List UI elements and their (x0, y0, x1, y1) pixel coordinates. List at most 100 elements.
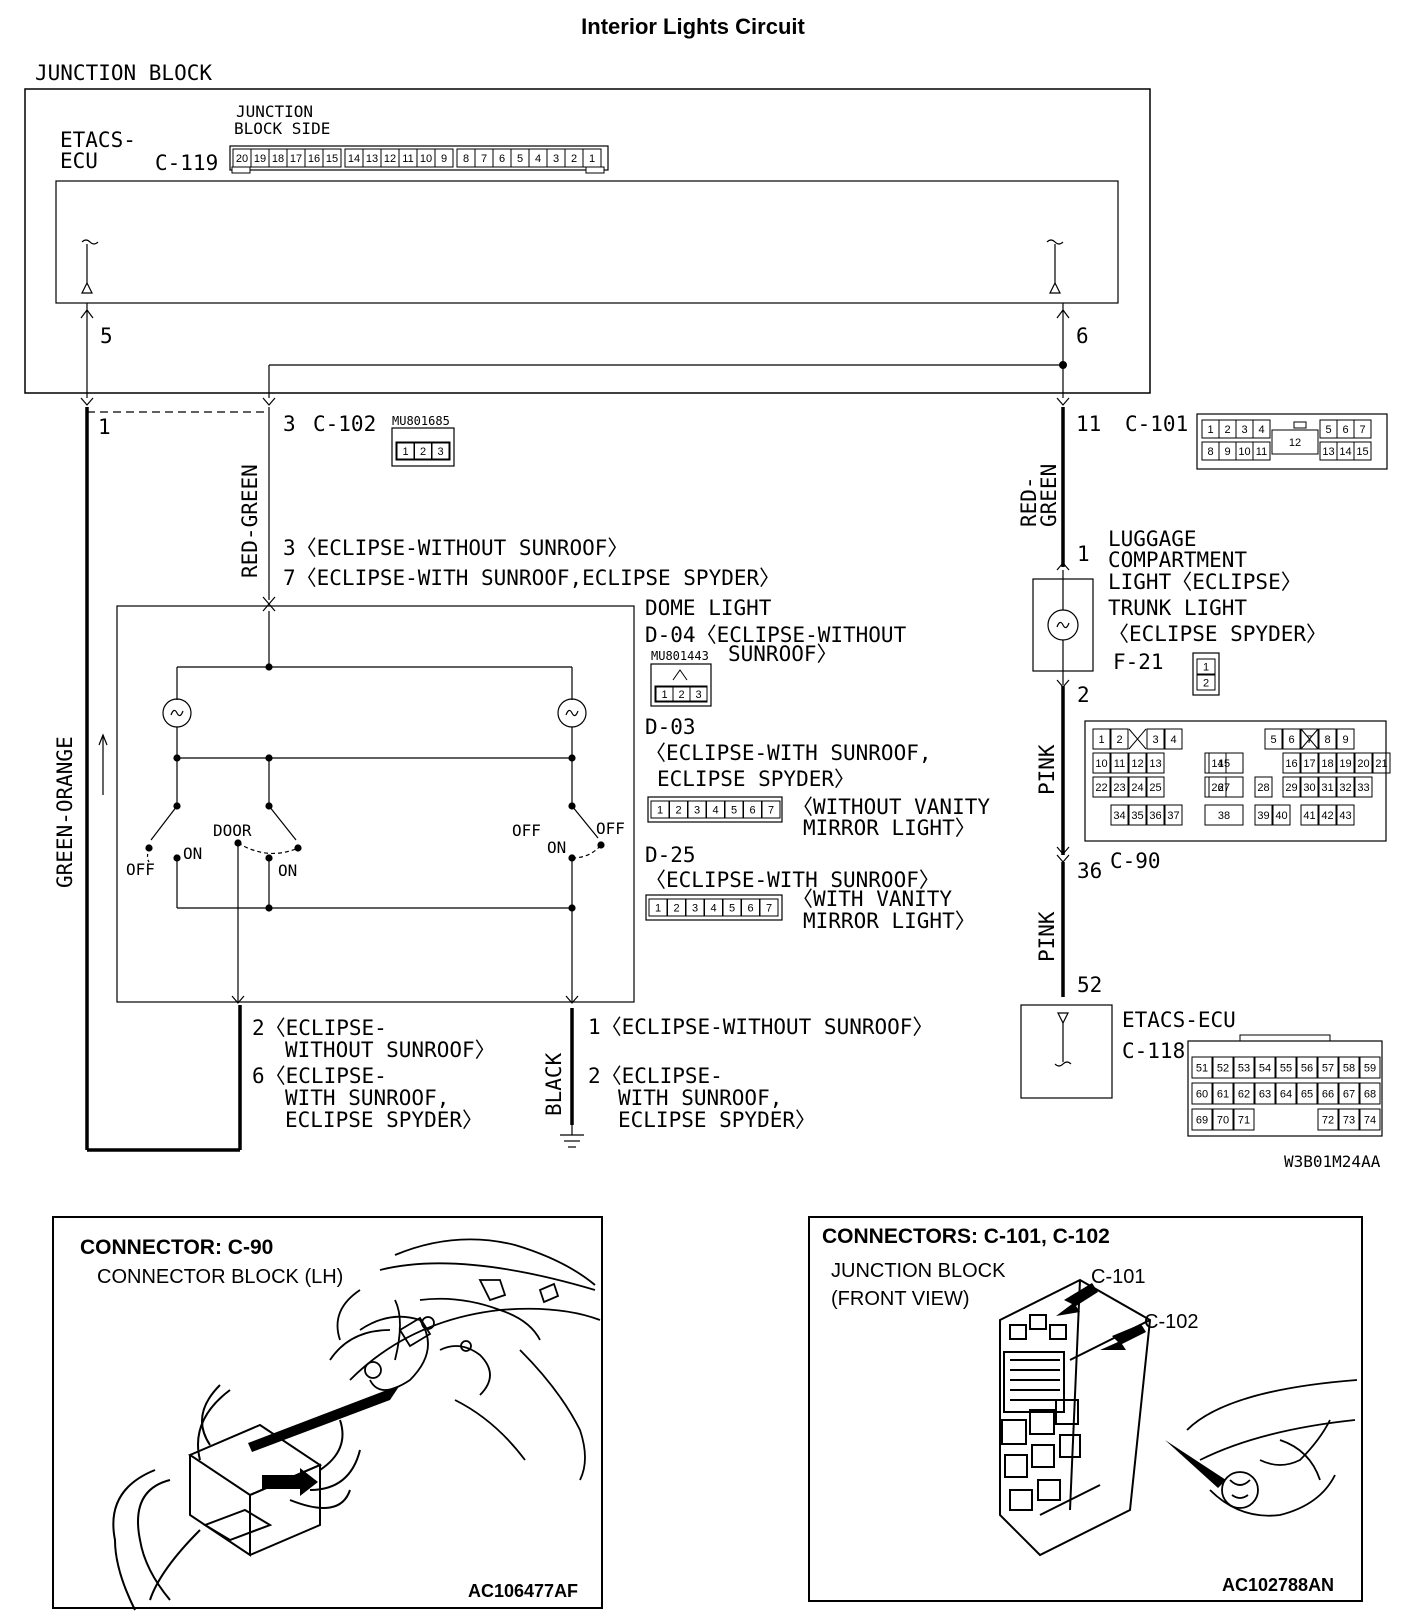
c90-pin: 14 (1211, 758, 1223, 770)
c90-pin-cell (1146, 728, 1165, 750)
c90-pin-cell (1092, 728, 1111, 750)
luggage-pin-2: 2 (1077, 683, 1090, 707)
c90-empty-cavity (1128, 728, 1147, 750)
f21-pin-cell (1196, 658, 1216, 675)
luggage-pin-1: 1 (1077, 542, 1090, 566)
c90-pin: 5 (1270, 734, 1276, 746)
c119-pin: 11 (402, 153, 413, 165)
c101-pin: 8 (1207, 446, 1213, 458)
d04-pin: 2 (678, 689, 684, 701)
c90-pin: 22 (1095, 782, 1107, 794)
c118-pin: 61 (1217, 1089, 1229, 1101)
c90-pin-cell (1204, 752, 1244, 774)
d03-label: D-03 (645, 715, 696, 739)
d03-note-1: 〈WITHOUT VANITY (792, 795, 990, 819)
c101-pin: 2 (1224, 424, 1230, 436)
dashboard-illustration-right (1186, 1379, 1358, 1517)
c90-pin-cell (1300, 752, 1319, 774)
c118-pin: 68 (1364, 1089, 1376, 1101)
c119-pin: 13 (366, 153, 378, 165)
c119-pin: 9 (441, 153, 447, 165)
luggage-line-4: TRUNK LIGHT (1108, 596, 1247, 620)
c90-pin: 27 (1218, 782, 1230, 794)
etacs-c118-box (1020, 1004, 1113, 1099)
c90-pin-cell (1110, 752, 1129, 774)
c90-pin: 16 (1285, 758, 1297, 770)
c101-pin-mid-cell (1271, 429, 1319, 455)
c118-pin: 66 (1322, 1089, 1334, 1101)
c118-pin: 71 (1238, 1115, 1250, 1127)
c90-pin-cell (1092, 752, 1111, 774)
c90-pin-cell (1272, 804, 1291, 826)
luggage-light-symbol (1032, 562, 1094, 688)
switch-off-left: OFF (126, 860, 155, 879)
c90-pin-cell (1092, 776, 1111, 798)
c90-pin-cell (1318, 728, 1337, 750)
c90-pin: 23 (1113, 782, 1125, 794)
c90-pin: 36 (1077, 859, 1102, 883)
c90-pin: 26 (1211, 782, 1223, 794)
c118-pin: 62 (1238, 1089, 1250, 1101)
c90-pin-cell (1336, 752, 1355, 774)
c90-pin: 10 (1095, 758, 1107, 770)
c90-pin-cell (1110, 728, 1129, 750)
d04-pin-cell (689, 686, 708, 702)
c119-pin-cell (322, 148, 342, 168)
bottom-right-b3: ECLIPSE SPYDER〉 (618, 1108, 816, 1132)
c90-pin: 24 (1131, 782, 1143, 794)
d04-pin: 1 (661, 689, 667, 701)
c118-pin-cell (1254, 1082, 1276, 1105)
wire-label-green-2: GREEN (1037, 464, 1061, 527)
c119-pin: 8 (463, 153, 469, 165)
c118-pin-cell (1212, 1108, 1234, 1131)
wire-label-red-1: RED- (1017, 476, 1041, 527)
bottom-right-b2: WITH SUNROOF, (618, 1086, 782, 1110)
d03-pin: 7 (768, 805, 774, 817)
pointer-arrow-right (1165, 1440, 1226, 1488)
c118-pin-cell (1233, 1108, 1255, 1131)
c118-pin-cell (1275, 1056, 1297, 1079)
c118-line-1: ETACS-ECU (1122, 1008, 1236, 1032)
c90-pin: 35 (1131, 810, 1143, 822)
ground-symbol (560, 1125, 584, 1148)
d03-pin: 5 (731, 805, 737, 817)
ecu-terminal-right (1046, 239, 1064, 294)
d03-line-1: 〈ECLIPSE-WITH SUNROOF, (645, 741, 932, 765)
dome-term-b: 7〈ECLIPSE-WITH SUNROOF,ECLIPSE SPYDER〉 (283, 566, 780, 590)
c90-pin-cell (1254, 776, 1273, 798)
bottom-left-a1: 2〈ECLIPSE- (252, 1016, 387, 1040)
c118-pin-cell (1338, 1082, 1360, 1105)
c102-part-number: MU801685 (392, 414, 450, 428)
c119-pin: 12 (384, 153, 396, 165)
f21-label: F-21 (1113, 650, 1164, 674)
c90-pin: 6 (1288, 734, 1294, 746)
c90-pin-cell (1164, 728, 1183, 750)
c118-pin: 72 (1322, 1115, 1334, 1127)
c90-pin: 43 (1339, 810, 1351, 822)
pointer-arrow-connector (262, 1468, 318, 1496)
c90-pin: 42 (1321, 810, 1333, 822)
c118-pin: 57 (1322, 1063, 1334, 1075)
c118-pin-cell (1317, 1082, 1339, 1105)
c101-pin-cell (1252, 419, 1271, 439)
wire-label-red-green: RED-GREEN (238, 464, 262, 578)
c119-pin: 16 (308, 153, 320, 165)
c90-pin: 36 (1149, 810, 1161, 822)
junction-side-label-2: BLOCK SIDE (234, 119, 330, 138)
wire-label-green-orange: GREEN-ORANGE (53, 736, 77, 888)
panel-c90-title: CONNECTOR: C-90 (80, 1236, 273, 1259)
c118-pin-cell (1212, 1056, 1234, 1079)
c90-pin: 41 (1303, 810, 1315, 822)
d03-pin: 6 (749, 805, 755, 817)
c90-pin: 7 (1306, 734, 1312, 746)
c90-pin: 8 (1324, 734, 1330, 746)
d03-line-2: ECLIPSE SPYDER〉 (657, 767, 855, 791)
c90-pin-cell (1354, 752, 1373, 774)
c101-pin-cell (1252, 441, 1271, 461)
c118-pin-cell (1212, 1082, 1234, 1105)
wire-terminal-5 (80, 303, 242, 1152)
d25-line-1: 〈ECLIPSE-WITH SUNROOF〉 (645, 868, 940, 892)
c90-pin: 19 (1339, 758, 1351, 770)
